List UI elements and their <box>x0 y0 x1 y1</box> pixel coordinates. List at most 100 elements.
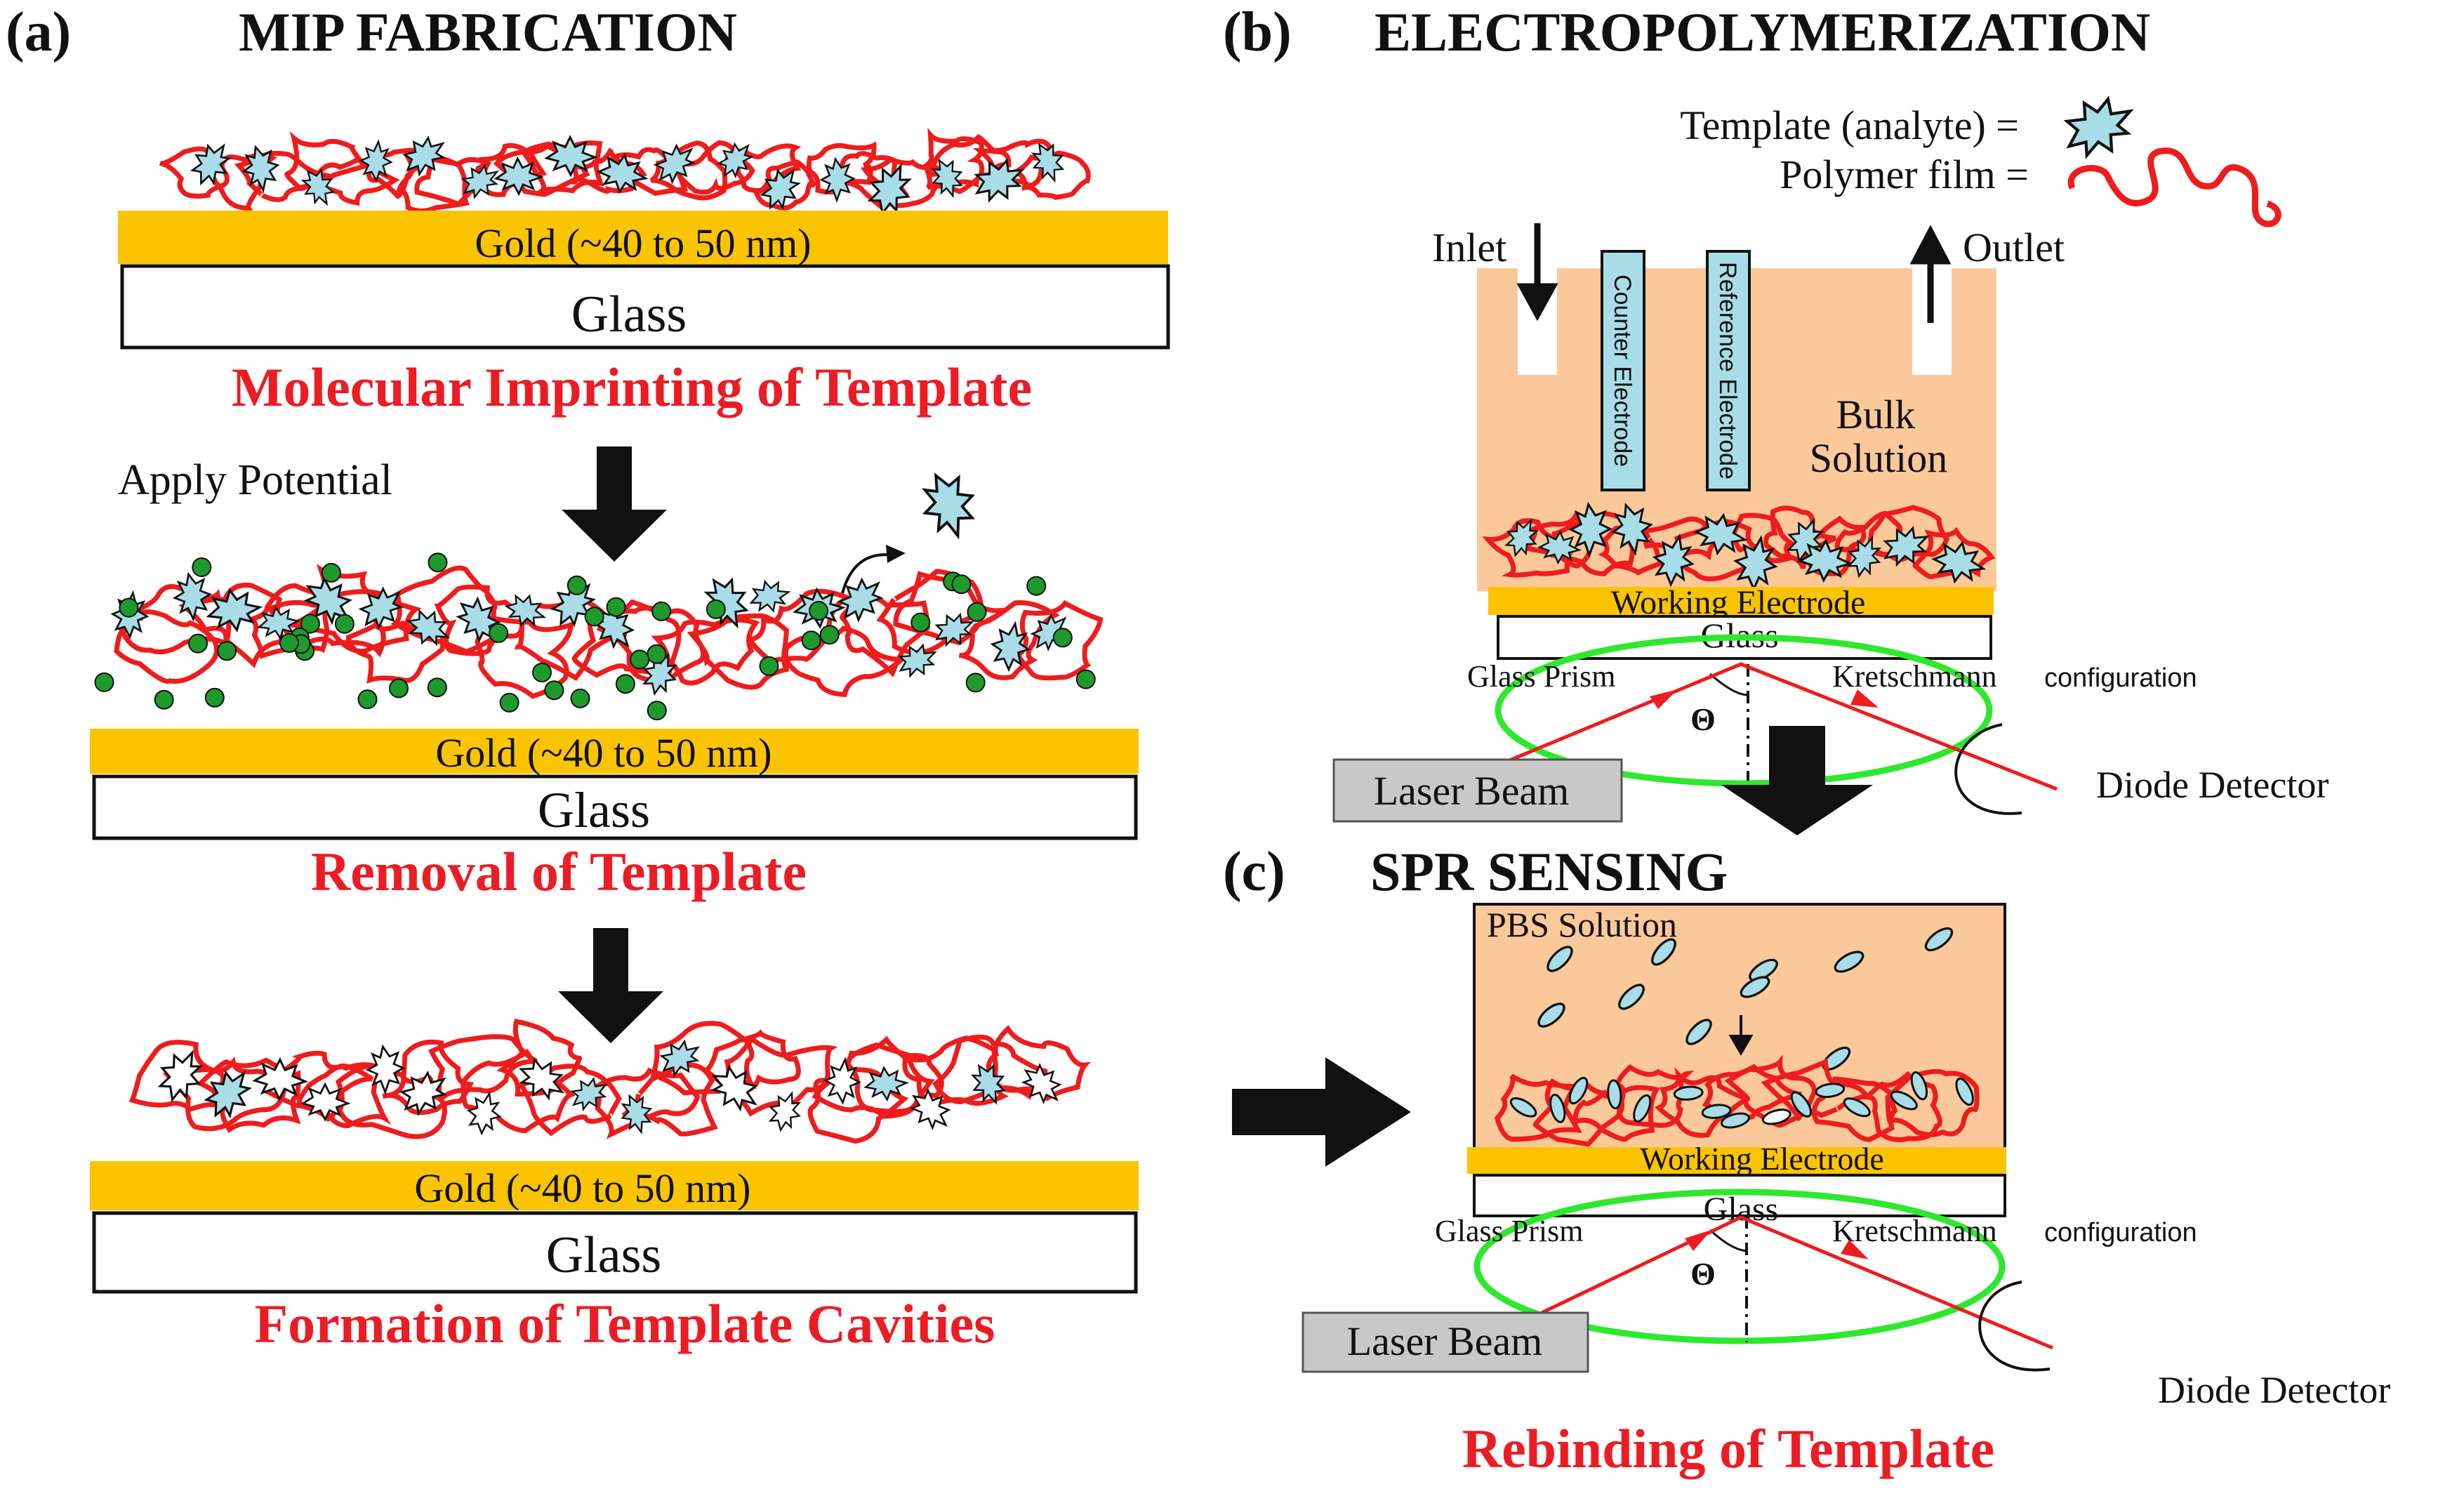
polymer-chain <box>128 1040 226 1112</box>
panel-b: (b) ELECTROPOLYMERIZATION Template (anal… <box>1223 1 2329 823</box>
diode-detector-icon-c <box>1978 1280 2051 1372</box>
reference-electrode <box>1706 250 1751 491</box>
redox-probe <box>1052 628 1073 648</box>
inlet-label: Inlet <box>1432 225 1506 270</box>
working-electrode-b <box>1488 587 1994 615</box>
polymer-chain <box>234 150 333 202</box>
legend-polymer-icon <box>2067 147 2281 227</box>
polymer-chain <box>753 159 816 211</box>
template-molecule <box>171 571 213 622</box>
polymer-chain <box>972 138 1059 189</box>
laser-beam-box-c <box>1301 1311 1589 1373</box>
polymer-chain <box>382 1039 475 1116</box>
redox-probe <box>647 644 667 664</box>
panel-c-title: SPR SENSING <box>1370 841 1728 902</box>
caption-removal-of-template: Removal of Template <box>311 841 807 902</box>
redox-probe <box>584 607 604 627</box>
redox-probe <box>204 687 225 708</box>
released-template-icon <box>913 465 985 545</box>
laser-reflected-arrow-b <box>1850 689 1879 708</box>
legend-template-icon <box>2054 85 2142 168</box>
inlet-arrow <box>1516 223 1558 322</box>
legend-template-label: Template (analyte) = <box>1680 102 2019 148</box>
redox-probe <box>647 701 667 721</box>
panel-c-letter: (c) <box>1223 841 1285 903</box>
panel-a-letter: (a) <box>6 1 71 63</box>
glass-prism-ring-b <box>1495 634 1993 787</box>
gold-label-3: Gold (~40 to 50 nm) <box>414 1165 750 1211</box>
polymer-chain <box>1009 150 1091 200</box>
polymer-film-b <box>1482 500 1996 593</box>
legend-polymer-label: Polymer film = <box>1780 152 2029 197</box>
redox-probe <box>428 552 448 573</box>
working-electrode-c <box>1467 1147 2006 1174</box>
glass-label-c: Glass <box>1704 1191 1779 1228</box>
polymer-chain <box>701 1029 801 1094</box>
redox-probe <box>357 689 378 710</box>
laser-beam-label-c: Laser Beam <box>1347 1318 1543 1364</box>
polymer-chain <box>1885 1068 1980 1137</box>
kretschmann-label-b: Kretschmann <box>1832 659 1997 694</box>
down-arrow-2 <box>558 928 663 1043</box>
panel-b-letter: (b) <box>1223 1 1292 63</box>
counter-electrode-label: Counter Electrode <box>1609 274 1636 467</box>
caption-formation-of-cavities: Formation of Template Cavities <box>254 1293 995 1354</box>
polymer-chain <box>902 1035 1009 1110</box>
polymer-chain <box>178 582 284 668</box>
pbs-solution-label: PBS Solution <box>1487 905 1677 944</box>
polymer-chain <box>496 1019 583 1097</box>
gold-label-1: Gold (~40 to 50 nm) <box>475 220 811 266</box>
polymer-chain <box>1730 512 1800 566</box>
polymer-chain <box>594 1067 701 1139</box>
released-template-arrow <box>841 545 906 594</box>
polymer-chain <box>428 1034 538 1103</box>
redox-probe <box>951 574 972 595</box>
redox-probe <box>334 614 355 634</box>
polymer-chain <box>676 140 755 195</box>
redox-probe <box>567 575 587 595</box>
redox-probe <box>192 557 212 577</box>
working-electrode-label-c: Working Electrode <box>1640 1141 1884 1177</box>
redox-probe <box>154 689 174 710</box>
glass-label-1: Glass <box>571 286 687 343</box>
template-molecule <box>184 135 239 192</box>
angle-arc-b <box>1709 673 1749 696</box>
polymer-chain <box>649 140 728 201</box>
glass-prism-ring-c <box>1473 1189 2006 1344</box>
glass-label-2: Glass <box>538 782 650 838</box>
redox-probe <box>910 612 931 633</box>
template-cavity <box>823 1057 861 1105</box>
gold-layer-1 <box>118 211 1168 264</box>
polymer-chain <box>783 625 908 698</box>
template-cavity <box>463 1089 505 1137</box>
redox-probe <box>300 614 320 634</box>
laser-path-c <box>1540 1215 2053 1350</box>
polymer-chain <box>335 1063 447 1139</box>
redox-probe <box>801 630 821 651</box>
redox-probe <box>321 562 341 583</box>
redox-probe <box>94 672 114 692</box>
glass-substrate-2 <box>92 774 1138 840</box>
redox-probe <box>217 641 237 661</box>
caption-molecular-imprinting: Molecular Imprinting of Template <box>232 357 1032 418</box>
laser-beam-box-b <box>1332 758 1623 823</box>
configuration-label-b: configuration <box>2044 663 2197 693</box>
angle-arc-c <box>1709 1229 1747 1252</box>
laser-beam-label-b: Laser Beam <box>1374 768 1570 814</box>
polymer-chain <box>1761 1058 1871 1121</box>
polymer-film-stage-2 <box>94 552 1104 721</box>
panel-c: (c) SPR SENSING PBS Solution Working Ele… <box>1223 841 2390 1479</box>
right-arrow-a-to-c <box>1232 1057 1411 1167</box>
polymer-chain <box>748 588 857 663</box>
polymer-chain <box>390 565 503 655</box>
redox-probe <box>489 623 509 643</box>
glass-prism-label-c: Glass Prism <box>1435 1214 1583 1248</box>
gold-layer-2 <box>90 729 1139 774</box>
redox-probe <box>606 597 626 617</box>
laser-incident-arrow-b <box>1650 689 1678 709</box>
polymer-chain <box>414 156 493 207</box>
redox-probe <box>809 601 829 621</box>
redox-probe <box>819 625 840 645</box>
redox-probe <box>499 692 519 713</box>
template-molecule <box>819 157 856 202</box>
